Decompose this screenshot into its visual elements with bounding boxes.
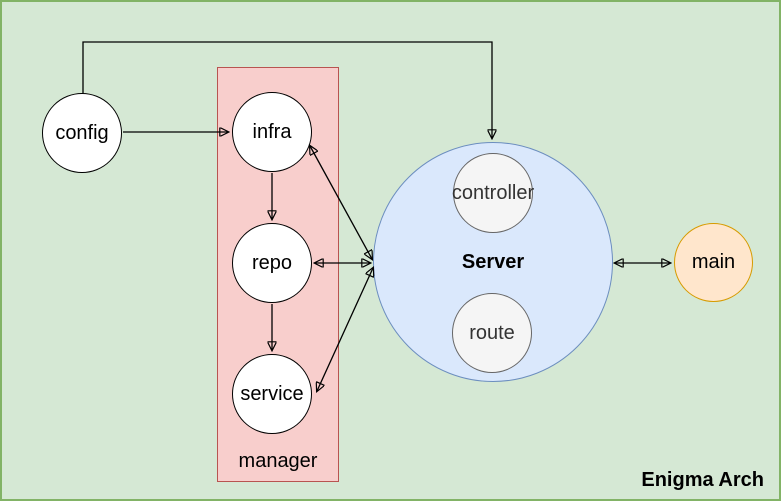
service-node: service: [232, 354, 312, 434]
main-label: main: [691, 251, 736, 273]
diagram-title: Enigma Arch: [641, 469, 764, 491]
repo-label: repo: [251, 251, 293, 274]
route-label: route: [469, 321, 515, 344]
manager-label: manager: [238, 450, 318, 472]
infra-node: infra: [232, 92, 312, 172]
service-label: service: [240, 382, 304, 405]
controller-label: controller: [451, 181, 535, 204]
controller-node: controller: [451, 153, 535, 233]
repo-node: repo: [232, 223, 312, 303]
route-node: route: [452, 293, 532, 373]
config-node: config: [42, 93, 122, 173]
config-label: config: [55, 121, 109, 144]
infra-label: infra: [252, 120, 292, 143]
main-node: main: [674, 223, 753, 302]
